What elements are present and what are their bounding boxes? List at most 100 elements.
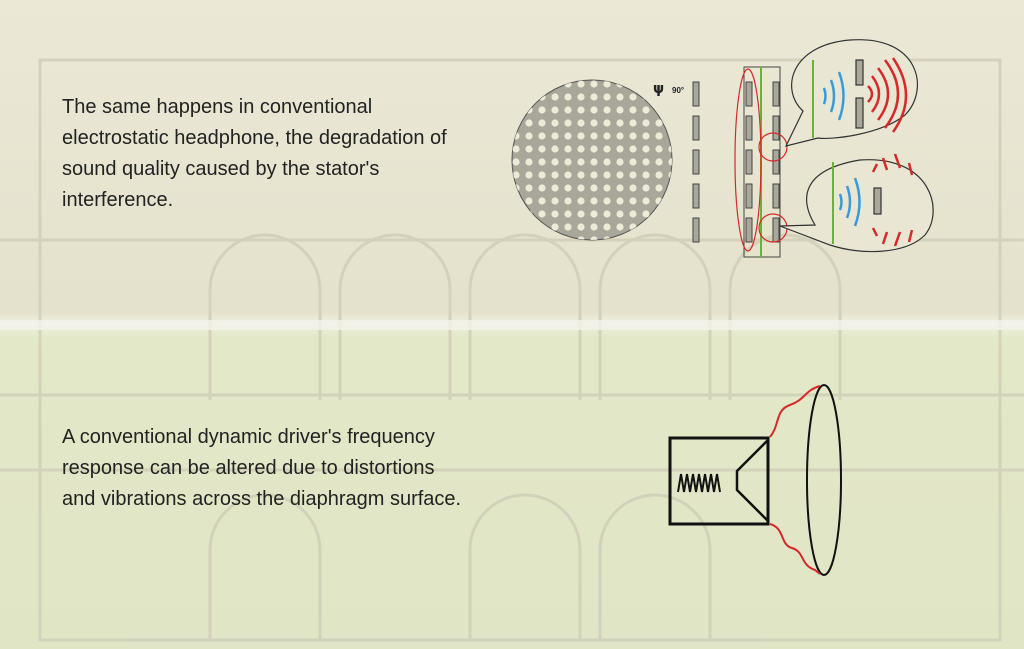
- perforation-hole: [512, 158, 520, 166]
- perforation-hole: [551, 223, 559, 231]
- perforation-hole: [603, 106, 611, 114]
- perforation-hole: [655, 236, 663, 240]
- perforation-hole: [629, 93, 637, 101]
- perforation-hole: [642, 132, 650, 140]
- svg-text:ψ: ψ: [653, 81, 664, 97]
- perforation-hole: [603, 145, 611, 153]
- perforation-hole: [590, 80, 598, 88]
- stator-bar: [692, 149, 700, 175]
- perforation-hole: [512, 236, 520, 240]
- perforation-hole: [616, 145, 624, 153]
- perforation-hole: [642, 197, 650, 205]
- perforation-hole: [577, 197, 585, 205]
- perforation-hole: [551, 132, 559, 140]
- perforation-hole: [668, 158, 672, 166]
- perforation-hole: [551, 210, 559, 218]
- perforation-hole: [616, 106, 624, 114]
- perforation-hole: [616, 158, 624, 166]
- perforation-hole: [551, 145, 559, 153]
- perforation-hole: [668, 197, 672, 205]
- perforation-hole: [616, 210, 624, 218]
- perforation-hole: [655, 171, 663, 179]
- perforation-hole: [525, 145, 533, 153]
- perforation-hole: [629, 184, 637, 192]
- perforation-hole: [577, 106, 585, 114]
- perforation-hole: [642, 210, 650, 218]
- perforation-hole: [642, 145, 650, 153]
- perforation-hole: [629, 119, 637, 127]
- electrostatic-description: The same happens in conventional electro…: [62, 96, 447, 211]
- perforation-hole: [668, 106, 672, 114]
- perforation-hole: [525, 197, 533, 205]
- perforation-hole: [512, 106, 520, 114]
- perforation-hole: [668, 145, 672, 153]
- perforation-hole: [603, 223, 611, 231]
- perforation-hole: [629, 145, 637, 153]
- perforation-hole: [616, 171, 624, 179]
- perforation-hole: [577, 80, 585, 88]
- perforation-hole: [642, 236, 650, 240]
- perforation-hole: [668, 223, 672, 231]
- perforation-hole: [629, 171, 637, 179]
- perforation-hole: [590, 223, 598, 231]
- perforation-hole: [551, 197, 559, 205]
- perforation-hole: [564, 197, 572, 205]
- perforation-hole: [551, 80, 559, 88]
- perforation-hole: [538, 197, 546, 205]
- perforation-hole: [512, 197, 520, 205]
- rotate-90-icon: ψ 90°: [653, 81, 684, 97]
- perforation-hole: [642, 223, 650, 231]
- perforation-hole: [603, 236, 611, 240]
- perforation-hole: [525, 210, 533, 218]
- perforation-hole: [616, 184, 624, 192]
- perforation-hole: [603, 80, 611, 88]
- perforation-hole: [629, 197, 637, 205]
- perforation-hole: [590, 119, 598, 127]
- perforation-hole: [642, 93, 650, 101]
- svg-text:90°: 90°: [672, 86, 684, 95]
- perforation-hole: [525, 93, 533, 101]
- dynamic-driver-description: A conventional dynamic driver's frequenc…: [62, 426, 462, 510]
- perforation-hole: [590, 197, 598, 205]
- perforation-hole: [629, 210, 637, 218]
- stator-bar: [692, 183, 700, 209]
- perforation-hole: [668, 210, 672, 218]
- perforation-hole: [616, 197, 624, 205]
- perforation-hole: [603, 93, 611, 101]
- perforation-hole: [603, 119, 611, 127]
- perforation-hole: [629, 223, 637, 231]
- perforation-hole: [655, 158, 663, 166]
- perforation-hole: [564, 106, 572, 114]
- perforation-hole: [538, 119, 546, 127]
- callout-bubble-bottom: [779, 153, 934, 253]
- perforation-hole: [512, 80, 520, 88]
- perforation-hole: [590, 132, 598, 140]
- perforation-hole: [525, 132, 533, 140]
- perforation-hole: [525, 158, 533, 166]
- electrostatic-assembly: [734, 66, 788, 258]
- perforation-hole: [655, 223, 663, 231]
- perforation-hole: [525, 80, 533, 88]
- perforation-hole: [642, 158, 650, 166]
- perforation-hole: [577, 145, 585, 153]
- perforation-hole: [655, 145, 663, 153]
- stator-bar: [772, 115, 780, 141]
- perforation-hole: [564, 145, 572, 153]
- perforation-hole: [564, 223, 572, 231]
- stator-bar: [772, 183, 780, 209]
- stator-perforated-disc: [511, 79, 673, 241]
- perforation-hole: [603, 171, 611, 179]
- perforation-hole: [564, 210, 572, 218]
- perforation-hole: [668, 184, 672, 192]
- perforation-hole: [616, 119, 624, 127]
- stator-side-view: [692, 81, 700, 243]
- stator-bar: [772, 149, 780, 175]
- perforation-hole: [538, 80, 546, 88]
- perforation-hole: [512, 145, 520, 153]
- perforation-hole: [629, 80, 637, 88]
- stator-bar: [745, 115, 753, 141]
- perforation-hole: [551, 93, 559, 101]
- perforation-hole: [564, 93, 572, 101]
- stator-bar: [745, 183, 753, 209]
